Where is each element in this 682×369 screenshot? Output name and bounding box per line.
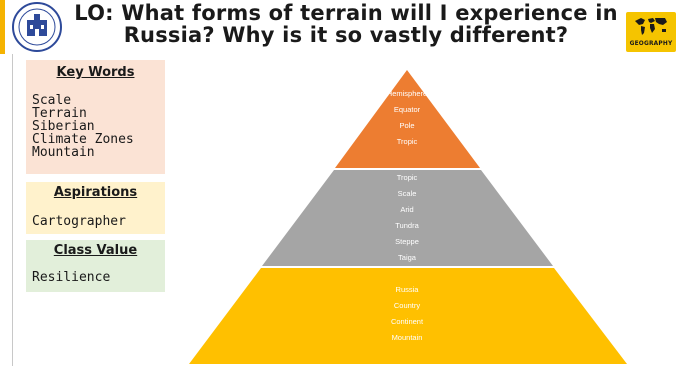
badge-label: GEOGRAPHY [629, 39, 673, 47]
list-item: Scale [397, 189, 417, 198]
list-item: Tropic [396, 137, 418, 146]
header: LO: What forms of terrain will I experie… [0, 0, 682, 54]
list-item: Mountain [391, 333, 423, 342]
class-value-panel: Class Value Resilience [26, 240, 165, 292]
list-item: Tropic [396, 173, 418, 182]
aspirations-title: Aspirations [53, 185, 138, 200]
geography-badge: GEOGRAPHY [626, 12, 676, 52]
list-item: Russia [395, 285, 419, 294]
school-crest-icon [12, 2, 62, 52]
list-item: Scale [32, 93, 72, 108]
slide-frame [12, 52, 678, 366]
list-item: Cartographer [32, 214, 126, 229]
page-title: LO: What forms of terrain will I experie… [66, 2, 626, 46]
title-line-2: Russia? Why is it so vastly different? [123, 23, 569, 47]
list-item: Continent [390, 317, 424, 326]
list-item: Equator [393, 105, 421, 114]
aspirations-list: Cartographer [26, 215, 165, 228]
list-item: Siberian [32, 119, 95, 134]
list-item: Taiga [398, 253, 416, 262]
aspirations-panel: Aspirations Cartographer [26, 182, 165, 234]
pyramid-tier-top [335, 70, 480, 168]
list-item: Country [393, 301, 421, 310]
list-item: Pole [399, 121, 415, 130]
list-item: Terrain [32, 106, 87, 121]
pyramid-tier-bottom [189, 268, 627, 364]
pyramid-top-labels: Hemisphere Equator Pole Tropic [347, 86, 467, 150]
key-words-list: Scale Terrain Siberian Climate Zones Mou… [26, 94, 165, 159]
list-item: Steppe [395, 237, 419, 246]
pyramid-bottom-labels: Russia Country Continent Mountain [347, 282, 467, 346]
list-item: Climate Zones [32, 132, 134, 147]
pyramid-tier-middle [262, 170, 553, 266]
pyramid-middle-labels: Tropic Scale Arid Tundra Steppe Taiga [347, 170, 467, 266]
list-item: Tundra [395, 221, 419, 230]
list-item: Resilience [32, 270, 111, 285]
title-line-1: LO: What forms of terrain will I experie… [74, 1, 618, 25]
list-item: Mountain [32, 145, 95, 160]
class-value-list: Resilience [26, 271, 165, 284]
key-words-title: Key Words [56, 65, 135, 80]
class-value-title: Class Value [53, 243, 138, 258]
header-accent-bar [0, 0, 5, 54]
list-item: Hemisphere [386, 89, 428, 98]
world-map-icon [635, 18, 667, 35]
list-item: Arid [400, 205, 414, 214]
key-words-panel: Key Words Scale Terrain Siberian Climate… [26, 60, 165, 174]
